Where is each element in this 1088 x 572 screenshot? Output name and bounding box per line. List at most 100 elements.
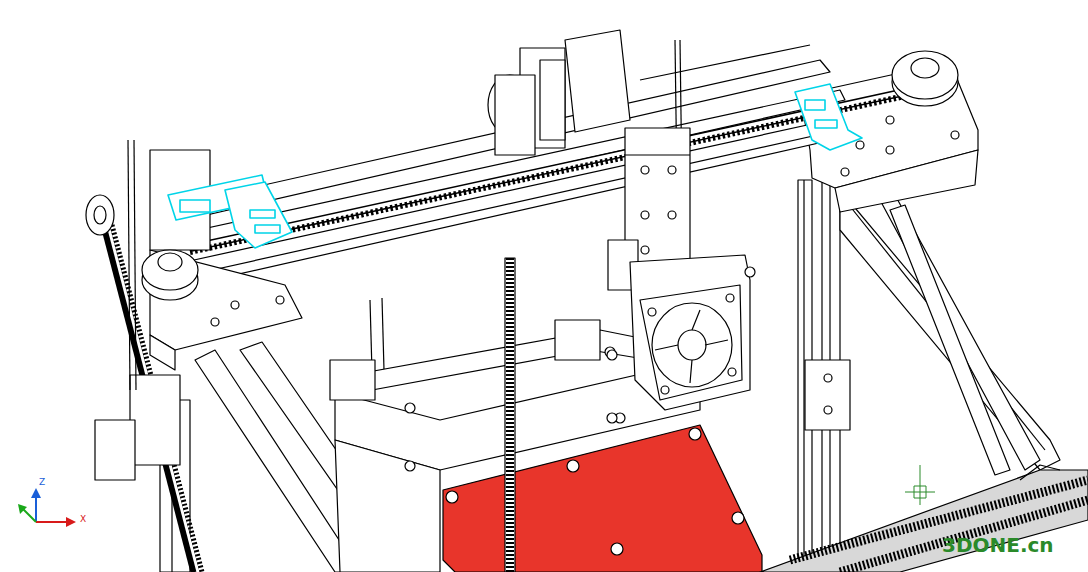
- guide-rod: [890, 205, 1010, 475]
- cooling-fan: [661, 386, 669, 394]
- pulley: [94, 206, 106, 224]
- belt-clamp: [815, 120, 837, 128]
- pulley: [158, 253, 182, 271]
- corner-plate: [856, 141, 864, 149]
- corner-plate: [276, 296, 284, 304]
- ucs-axis-icon: [18, 504, 27, 514]
- stepper-motor: [488, 30, 630, 155]
- timing-belt: [760, 470, 1088, 572]
- ucs-axis-icon: [36, 521, 70, 523]
- heated-bed: [443, 425, 762, 572]
- corner-plate: [211, 318, 219, 326]
- cooling-fan: [640, 285, 742, 400]
- linear-rail: [175, 45, 845, 285]
- guide-rod: [134, 140, 136, 390]
- cooling-fan: [726, 294, 734, 302]
- heated-bed: [446, 491, 458, 503]
- axis-label: Z: [39, 478, 45, 487]
- cad-cursor: [905, 465, 935, 505]
- ucs-axis-icon: [35, 494, 37, 522]
- timing-belt: [108, 225, 198, 572]
- heated-bed: [567, 460, 579, 472]
- watermark: 3DONE.cn: [942, 535, 1054, 555]
- stepper-motor: [565, 30, 630, 132]
- heated-bed: [443, 425, 762, 572]
- pulley: [911, 58, 939, 78]
- timing-belt: [1020, 465, 1060, 480]
- heated-bed: [689, 428, 701, 440]
- stepper-motor: [540, 60, 565, 140]
- ucs-axis-icon: [22, 508, 36, 522]
- guide-rod: [195, 205, 1010, 572]
- cooling-fan: [678, 330, 706, 360]
- cad-cursor: [920, 465, 921, 505]
- cooling-fan: [652, 303, 732, 387]
- axis-label: X: [80, 515, 86, 524]
- pulley: [86, 195, 114, 235]
- timing-belt: [760, 465, 1088, 572]
- corner-plate: [951, 131, 959, 139]
- belt-clamp: [805, 100, 825, 110]
- corner-plate: [231, 301, 239, 309]
- corner-plate: [835, 150, 978, 212]
- cooling-fan: [655, 310, 728, 383]
- lead-screw: [506, 258, 514, 572]
- cooling-fan: [607, 413, 617, 423]
- belt-clamp: [225, 182, 292, 248]
- cooling-fan: [630, 255, 750, 410]
- corner-plate: [95, 420, 135, 480]
- frame-extrusion: [805, 360, 850, 430]
- bed-carriage: [335, 440, 440, 572]
- ucs-axis-icon: [66, 517, 76, 527]
- bed-carriage: [555, 320, 600, 360]
- timing-belt: [105, 92, 905, 572]
- cad-cursor: [914, 486, 926, 498]
- belt-clamp: [250, 210, 275, 218]
- heated-bed: [611, 543, 623, 555]
- belt-clamp: [180, 200, 210, 212]
- x-carriage: [641, 211, 649, 219]
- x-carriage: [641, 246, 649, 254]
- belt-clamp: [168, 84, 862, 248]
- timing-belt: [840, 500, 1088, 572]
- timing-belt: [790, 480, 1088, 560]
- belt-clamp: [795, 84, 862, 150]
- corner-plate: [150, 150, 210, 250]
- guide-rod: [382, 298, 384, 370]
- cooling-fan: [607, 255, 755, 423]
- cooling-fan: [648, 308, 656, 316]
- corner-plate: [95, 150, 302, 480]
- cooling-fan: [728, 368, 736, 376]
- lead-screw: [505, 258, 515, 572]
- frame-extrusion: [824, 374, 832, 382]
- frame-extrusion: [824, 406, 832, 414]
- heated-bed: [732, 512, 744, 524]
- stepper-motor: [495, 75, 535, 155]
- x-carriage: [668, 211, 676, 219]
- pulley: [142, 250, 198, 290]
- pulley: [892, 51, 958, 99]
- pulley: [86, 51, 958, 300]
- ucs-axis-icon: [31, 488, 41, 498]
- ucs-axis-icon: [18, 488, 76, 527]
- linear-rail: [640, 45, 810, 80]
- timing-belt: [112, 225, 202, 572]
- cooling-fan: [607, 350, 617, 360]
- x-carriage: [625, 154, 690, 155]
- corner-plate: [130, 375, 180, 465]
- corner-plate: [886, 116, 894, 124]
- corner-plate: [150, 335, 175, 370]
- cooling-fan: [745, 267, 755, 277]
- bed-carriage: [330, 360, 375, 400]
- corner-plate: [841, 168, 849, 176]
- x-carriage: [641, 166, 649, 174]
- lead-screw: [505, 258, 515, 572]
- guide-rod: [128, 140, 130, 390]
- belt-clamp: [255, 225, 280, 233]
- bed-carriage: [405, 403, 415, 413]
- corner-plate: [886, 146, 894, 154]
- bed-carriage: [405, 461, 415, 471]
